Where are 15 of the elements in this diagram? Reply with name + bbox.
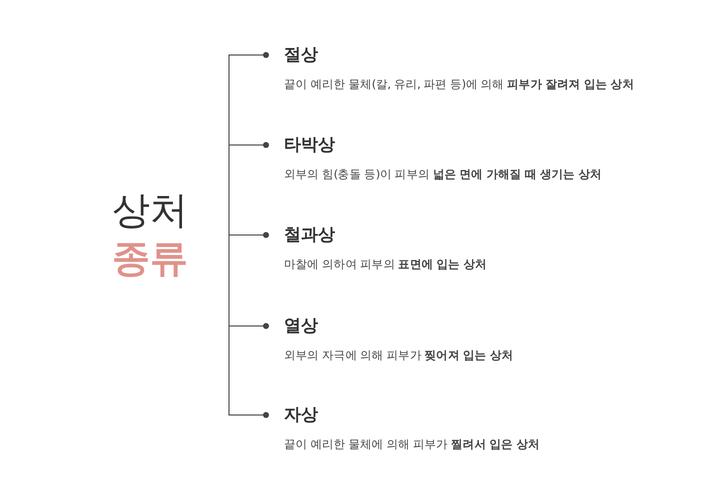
bracket-line bbox=[228, 234, 269, 418]
category-heading: 절상 bbox=[284, 44, 319, 67]
bracket-line bbox=[228, 142, 269, 236]
title-text: 상처 bbox=[111, 187, 189, 234]
description-text: 외부의 자극에 의해 피부가 찢어져 입는 상처 bbox=[284, 347, 514, 363]
description-text: 외부의 힘(충돌 등)이 피부의 넓은 면에 가해질 때 생기는 상처 bbox=[284, 166, 602, 182]
category-heading: 철과상 bbox=[284, 224, 336, 247]
category-heading: 타박상 bbox=[284, 134, 336, 157]
category-heading: 열상 bbox=[284, 315, 319, 338]
category-heading: 자상 bbox=[284, 404, 319, 427]
bracket-line bbox=[228, 232, 269, 238]
description-text: 끝이 예리한 물체(칼, 유리, 파편 등)에 의해 피부가 잘려져 입는 상처 bbox=[284, 76, 634, 92]
title-text: 종류 bbox=[111, 235, 189, 282]
description-text: 마찰에 의하여 피부의 표면에 입는 상처 bbox=[284, 256, 487, 272]
description-text: 끝이 예리한 물체에 의해 피부가 찔려서 입은 상처 bbox=[284, 436, 540, 452]
